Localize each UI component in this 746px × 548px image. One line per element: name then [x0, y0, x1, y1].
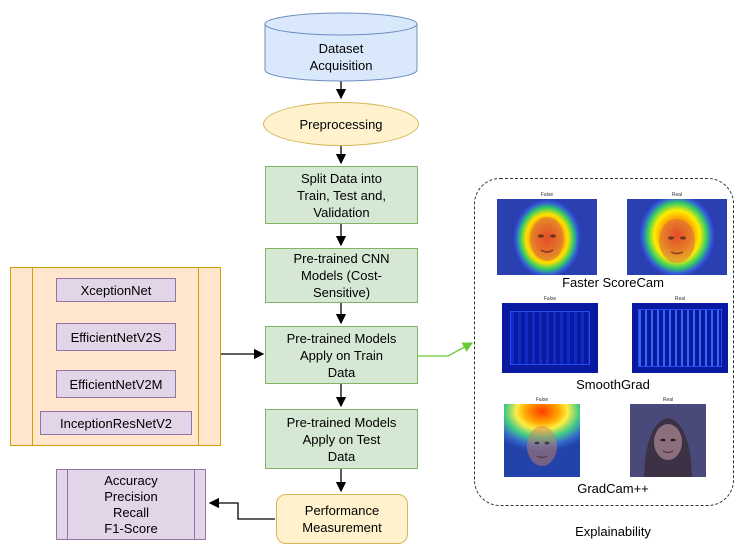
gradient-noise-pattern	[638, 309, 722, 367]
apply-train-node: Pre-trained Models Apply on Train Data	[265, 326, 418, 384]
model-xceptionnet: XceptionNet	[56, 278, 176, 302]
scorecam-false-label: False	[540, 192, 554, 198]
performance-node: Performance Measurement	[276, 494, 408, 544]
smoothgrad-real-map	[632, 303, 728, 373]
gradcam-real-label: Real	[662, 397, 674, 403]
gradcam-real-heatmap	[630, 404, 706, 477]
dataset-label: Dataset Acquisition	[309, 41, 373, 73]
smoothgrad-real-label: Real	[674, 296, 686, 302]
face-silhouette-icon	[530, 217, 564, 261]
apply-test-node: Pre-trained Models Apply on Test Data	[265, 409, 418, 469]
scorecam-false-heatmap	[497, 199, 597, 275]
preprocessing-node: Preprocessing	[263, 102, 419, 146]
scorecam-real-heatmap	[627, 199, 727, 275]
dataset-acquisition-node: Dataset Acquisition	[264, 12, 418, 82]
model-inceptionresnetv2: InceptionResNetV2	[40, 411, 192, 435]
database-cylinder-shape	[264, 12, 418, 82]
explainability-title: Explainability	[575, 524, 651, 539]
gradient-noise-pattern	[510, 311, 590, 365]
container-left-divider	[32, 268, 33, 445]
smoothgrad-false-map	[502, 303, 598, 373]
model-efficientnetv2s: EfficientNetV2S	[56, 323, 176, 351]
gradcam-false-label: False	[535, 397, 549, 403]
pretrained-cnn-node: Pre-trained CNN Models (Cost- Sensitive)	[265, 248, 418, 303]
model-efficientnetv2m: EfficientNetV2M	[56, 370, 176, 398]
face-silhouette-icon	[527, 426, 557, 466]
method-name-scorecam: Faster ScoreCam	[562, 275, 664, 290]
face-silhouette-icon	[659, 219, 695, 263]
method-name-gradcam: GradCam++	[577, 481, 649, 496]
smoothgrad-false-label: False	[543, 296, 557, 302]
scorecam-real-label: Real	[671, 192, 683, 198]
arrow-performance-to-metrics	[208, 497, 275, 520]
explainability-panel	[474, 178, 734, 506]
arrow-train-to-explainability	[418, 342, 474, 357]
container-right-divider	[198, 268, 199, 445]
method-name-smoothgrad: SmoothGrad	[576, 377, 650, 392]
face-silhouette-icon	[644, 418, 692, 477]
split-data-node: Split Data into Train, Test and, Validat…	[265, 166, 418, 224]
metrics-box: Accuracy Precision Recall F1-Score	[56, 469, 206, 540]
gradcam-false-heatmap	[504, 404, 580, 477]
